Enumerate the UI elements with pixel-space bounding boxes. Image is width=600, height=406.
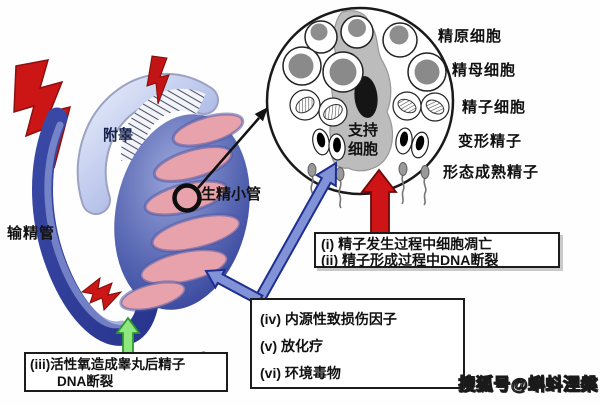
callout-line: (i) 精子发生过程中细胞凋亡 <box>321 236 493 252</box>
spermatogonia-nuclei <box>310 19 409 45</box>
sertoli-cell-label-line1: 支持 <box>347 122 378 139</box>
spermatocyte-label: 精母细胞 <box>452 62 517 79</box>
sertoli-cell-label-line2: 细胞 <box>347 141 378 158</box>
spermatid-cells <box>289 89 450 127</box>
sertoli-cell-label: 支持 细胞 <box>338 121 388 159</box>
tubule-cross-section-inset <box>265 6 455 209</box>
callout-line: (iii)活性氧造成睾丸后精子 <box>30 357 186 372</box>
epididymis-lightning-icon <box>146 55 170 105</box>
spermatid-label: 精子细胞 <box>462 99 527 116</box>
watermark: 搜狐号@蝌蚪涅槃 <box>458 374 598 394</box>
callout-line: (v) 放化疗 <box>260 338 323 354</box>
red-arrow <box>360 168 398 234</box>
tubule-marker-ring <box>172 183 202 213</box>
seminiferous-tubule-label: 生精小管 <box>201 186 262 203</box>
blue-arrow-to-testis <box>204 268 264 306</box>
testis-shape <box>114 112 250 312</box>
epididymis-label: 附睾 <box>103 127 134 144</box>
vas-deferens-label: 输精管 <box>7 225 56 242</box>
transforming-sperm-label: 变形精子 <box>458 133 523 150</box>
ros-callout-box: (iii)活性氧造成睾丸后精子 DNA断裂 <box>24 352 228 392</box>
spermatocyte-nuclei <box>288 53 440 86</box>
epididymis-shape <box>76 72 219 215</box>
blue-arrow-to-inset <box>252 161 338 306</box>
callout-line: (iv) 内源性致损伤因子 <box>260 311 397 327</box>
efferent-ducts-hatch <box>120 88 206 161</box>
sertoli-nucleus <box>354 76 378 118</box>
spermatocyte-cells <box>282 46 447 93</box>
callout-line: (vi) 环境毒物 <box>260 365 341 381</box>
mature-sperm-label: 形态成熟精子 <box>443 164 540 181</box>
external-factors-callout-box: (iv) 内源性致损伤因子 (v) 放化疗 (vi) 环境毒物 <box>250 298 465 389</box>
callout-line: DNA断裂 <box>57 374 114 389</box>
mature-sperm-heads <box>307 162 430 181</box>
callout-line: (ii) 精子形成过程中DNA断裂 <box>321 252 499 268</box>
spermatogonia-label: 精原细胞 <box>438 28 503 45</box>
loop-lightning-icon <box>80 276 123 312</box>
transforming-sperm-cells <box>312 127 429 161</box>
seminiferous-tubules <box>119 112 245 312</box>
apoptosis-callout-box: (i) 精子发生过程中细胞凋亡 (ii) 精子形成过程中DNA断裂 <box>314 232 560 268</box>
inset-pointer-arrow <box>197 107 268 189</box>
